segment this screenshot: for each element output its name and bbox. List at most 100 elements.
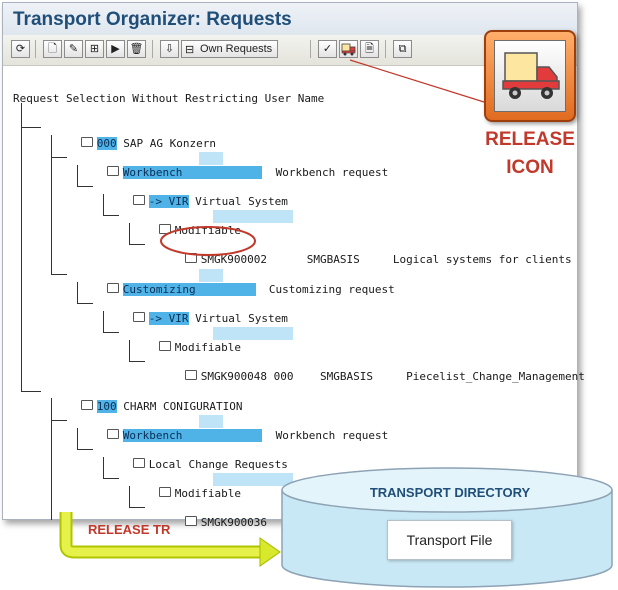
tree-connector (129, 223, 130, 245)
node-highlight: -> VIR (148, 312, 189, 325)
tree-connector (77, 428, 78, 450)
new-document-icon: 🗋 (48, 43, 57, 55)
tree-node-local-change-requests[interactable]: Local Change Requests (93, 441, 288, 471)
hierarchy-button[interactable]: ⊞ (85, 40, 104, 58)
folder-icon (132, 312, 145, 322)
request-id: SMGK900002 (200, 253, 267, 266)
highlight-bar (199, 269, 223, 282)
own-requests-button[interactable]: ⊟ Own Requests (181, 40, 279, 58)
tree-connector (77, 449, 93, 450)
tree-node-workbench[interactable]: Workbench Workbench request (67, 149, 388, 179)
folder-icon (132, 458, 145, 468)
node-label: Local Change Requests (148, 458, 288, 471)
cylinder-top (281, 467, 613, 513)
release-tr-annotation: RELEASE TR (88, 522, 171, 537)
node-label: Virtual System (195, 195, 288, 208)
node-code: 100 (96, 400, 117, 413)
toolbar-separator (310, 40, 311, 58)
node-highlight: Customizing (122, 283, 256, 296)
folder-icon (106, 166, 119, 176)
tree-node-workbench[interactable]: Workbench Workbench request (67, 412, 388, 442)
tree-connector (129, 340, 130, 362)
transport-directory-label: TRANSPORT DIRECTORY (369, 485, 531, 500)
request-id: SMGK900036 (200, 516, 267, 529)
refresh-button[interactable]: ⟳ (11, 40, 30, 58)
own-requests-icon: ⊟ (185, 44, 195, 56)
release-icon-annotation-line: RELEASE (485, 129, 575, 150)
request-description: Logical systems for clients (392, 253, 572, 266)
tree-node-vir[interactable]: -> VIR Virtual System (93, 295, 288, 325)
tree-connector (103, 478, 119, 479)
folder-icon (158, 487, 171, 497)
check-icon: ✓ (322, 43, 333, 55)
tree-connector (77, 165, 78, 187)
toolbar: ⟳ 🗋 ✎ ⊞ ▶ 🗑 ⇩ ⊟ Own Requests ✓ 🗎 ⧉ (3, 35, 577, 66)
delete-button[interactable]: 🗑 (127, 40, 146, 58)
folder-icon (158, 224, 171, 234)
request-id: SMGK900048 (200, 370, 267, 383)
transport-file-box: Transport File (387, 520, 512, 560)
tree-connector (51, 420, 67, 421)
tree-node-modifiable[interactable]: Modifiable (119, 470, 241, 500)
tree-node-request-smgk900002[interactable]: SMGK900002 SMGBASIS Logical systems for … (145, 236, 572, 266)
display-button[interactable]: 🗎 (360, 40, 379, 58)
request-icon (184, 516, 197, 526)
node-label: Modifiable (174, 487, 241, 500)
check-button[interactable]: ✓ (318, 40, 337, 58)
release-icon-large (494, 40, 566, 112)
tree-connector (129, 507, 145, 508)
import-button[interactable]: ⇩ (160, 40, 179, 58)
folder-icon (132, 195, 145, 205)
node-label: Modifiable (174, 341, 241, 354)
release-button[interactable] (339, 40, 358, 58)
tree-connector (77, 282, 78, 304)
tree-node-customizing[interactable]: Customizing Customizing request (67, 266, 395, 296)
highlight-bar (213, 473, 293, 486)
toolbar-separator (385, 40, 386, 58)
tree-node-modifiable[interactable]: Modifiable (119, 324, 241, 354)
tree-node-client-100[interactable]: 100 CHARM CONIGURATION (41, 383, 242, 413)
release-icon (502, 52, 560, 99)
refresh-icon: ⟳ (15, 43, 26, 55)
highlight-bar (199, 415, 223, 428)
release-icon (341, 43, 356, 56)
node-highlight: -> VIR (148, 195, 189, 208)
title-bar: Transport Organizer: Requests (3, 3, 577, 35)
tree-connector (129, 361, 145, 362)
request-client: 000 (273, 370, 294, 383)
tree-node-vir[interactable]: -> VIR Virtual System (93, 178, 288, 208)
tree-node-request-smgk900048[interactable]: SMGK900048 000 SMGBASIS Piecelist_Change… (145, 353, 585, 383)
node-description: Customizing request (268, 283, 395, 296)
node-label: Virtual System (195, 312, 288, 325)
copy-icon: ⧉ (398, 43, 407, 55)
tree-connector (51, 398, 52, 520)
node-highlight: Workbench (122, 166, 263, 179)
folder-icon (106, 283, 119, 293)
tree-node-client-000[interactable]: 000 SAP AG Konzern (41, 120, 216, 150)
execute-button[interactable]: ▶ (106, 40, 125, 58)
folder-icon (106, 429, 119, 439)
tree-connector (51, 157, 67, 158)
tree-node-request-smgk900036[interactable]: SMGK900036 (145, 499, 267, 529)
release-icon-annotation: RELEASE ICON (470, 126, 590, 182)
node-label: SAP AG Konzern (123, 137, 216, 150)
tree-root-label: Request Selection Without Restricting Us… (13, 92, 325, 105)
request-description: Piecelist_Change_Management (406, 370, 585, 383)
highlight-bar (199, 152, 223, 165)
tree-connector (21, 127, 41, 128)
copy-button[interactable]: ⧉ (393, 40, 412, 58)
tree-connector (77, 303, 93, 304)
window-title: Transport Organizer: Requests (13, 9, 292, 30)
change-button[interactable]: ✎ (64, 40, 83, 58)
tree-connector (103, 311, 104, 333)
transport-organizer-window: Transport Organizer: Requests ⟳ 🗋 ✎ ⊞ ▶ … (2, 2, 585, 529)
folder-icon (80, 400, 93, 410)
tree-connector (51, 135, 52, 275)
tree-connector (129, 486, 130, 508)
node-highlight: Workbench (122, 429, 263, 442)
node-code: 000 (96, 137, 117, 150)
tree-connector (129, 244, 145, 245)
node-label: CHARM CONIGURATION (123, 400, 243, 413)
new-document-button[interactable]: 🗋 (43, 40, 62, 58)
